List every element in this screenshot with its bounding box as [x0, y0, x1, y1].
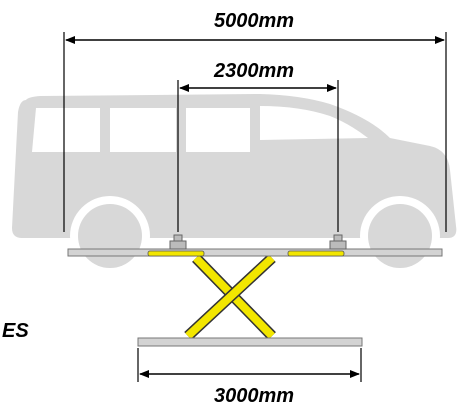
dimension-base-length: 3000mm	[137, 348, 362, 407]
dimension-support-spacing: 2300mm	[177, 60, 339, 232]
rear-side-window	[110, 108, 176, 152]
dimension-overall-length: 5000mm	[63, 10, 447, 232]
middle-window	[186, 108, 250, 152]
lift-platform	[67, 248, 443, 257]
front-window	[260, 106, 368, 140]
base-length-label: 3000mm	[214, 385, 294, 407]
side-label: ES	[2, 320, 29, 342]
overall-length-label: 5000mm	[214, 10, 294, 32]
lift-base	[137, 337, 363, 347]
front-wheel	[368, 204, 432, 268]
support-spacing-label: 2300mm	[213, 60, 294, 82]
lifting-pads	[169, 234, 347, 250]
rear-window	[32, 108, 100, 152]
scissor-arms	[184, 253, 276, 341]
rear-wheel	[78, 204, 142, 268]
